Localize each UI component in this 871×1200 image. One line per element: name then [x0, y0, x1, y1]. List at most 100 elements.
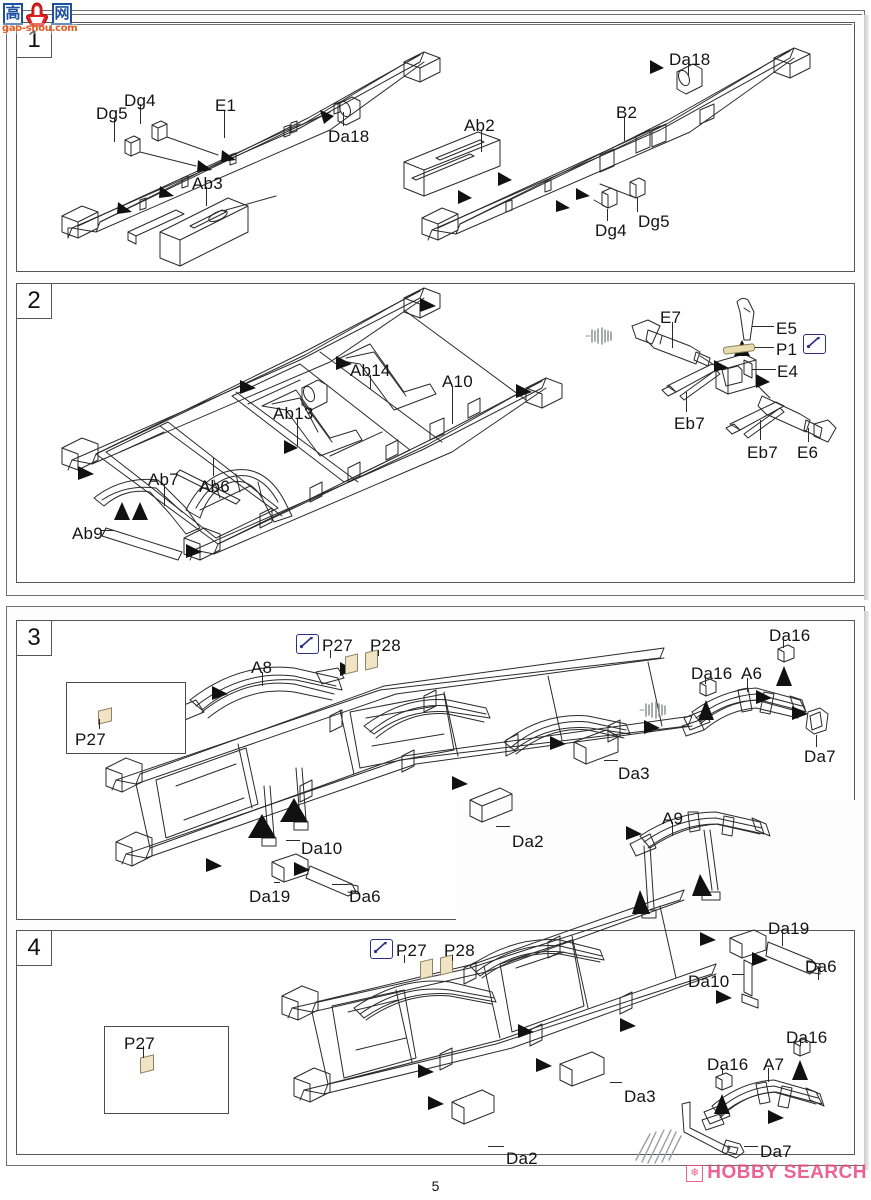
part-label-ab2: Ab2	[464, 116, 495, 135]
top-rule-inner	[52, 24, 852, 25]
leader-da7-s4	[744, 1146, 758, 1147]
step-panel-2: 2	[16, 283, 855, 583]
part-label-p27-s4: P27	[396, 941, 427, 960]
part-label-da7-s3: Da7	[804, 747, 836, 766]
leader-a6	[747, 678, 748, 692]
part-label-b2: B2	[616, 103, 638, 122]
leader-da16-s4b	[722, 1068, 723, 1074]
part-label-da3-s4: Da3	[624, 1087, 656, 1106]
part-label-a10: A10	[442, 372, 473, 391]
part-label-ab7: Ab7	[148, 470, 179, 489]
leader-e5	[752, 326, 774, 327]
hobbysearch-text: HOBBY SEARCH	[707, 1162, 867, 1183]
leader-p1	[752, 347, 774, 348]
drill-marker-badge-step2	[803, 334, 826, 354]
part-label-p27-inset3: P27	[75, 730, 106, 749]
part-label-e1: E1	[215, 96, 237, 115]
leader-da19-s3	[274, 882, 280, 883]
part-label-ab3: Ab3	[192, 174, 223, 193]
part-label-ab13: Ab13	[273, 404, 314, 423]
detail-inset-p27-step4	[104, 1026, 229, 1114]
drill-hole-marker-icon	[373, 942, 387, 954]
leader-eb7-a	[686, 392, 687, 412]
part-label-eb7-a: Eb7	[674, 414, 705, 433]
step-number-2: 2	[16, 283, 52, 319]
leader-e6	[808, 428, 809, 442]
hobbysearch-mark-icon: ❄	[686, 1164, 704, 1182]
part-label-da18-a: Da18	[328, 127, 370, 146]
part-label-da10-s4: Da10	[688, 972, 730, 991]
step-number-4: 4	[16, 930, 52, 966]
drill-marker-badge-step4	[370, 939, 393, 959]
leader-ab6b	[213, 458, 214, 476]
leader-da3-s3	[604, 760, 618, 761]
part-label-da7-s4: Da7	[760, 1142, 792, 1161]
part-label-ab9: Ab9	[72, 524, 103, 543]
thumbs-up-icon	[25, 2, 49, 28]
part-label-da6-s3: Da6	[349, 887, 381, 906]
leader-da18-1	[343, 112, 344, 126]
leader-dg5-2	[637, 198, 638, 212]
leader-dg4-2	[607, 209, 608, 221]
step-number-1: 1	[16, 22, 52, 58]
logo-domain-text: gao-shou.com	[2, 23, 78, 34]
drill-hole-marker-icon	[806, 337, 820, 349]
part-label-da10-s3: Da10	[301, 839, 343, 858]
leader-da19-s4	[782, 932, 783, 946]
part-label-da3-s3: Da3	[618, 764, 650, 783]
part-label-a8: A8	[251, 658, 273, 677]
part-label-da18-b: Da18	[669, 50, 711, 69]
part-p27-highlight-step4	[420, 958, 433, 980]
leader-e4	[752, 369, 776, 370]
logo-char-wang: 网	[52, 3, 72, 25]
part-label-da2-s3: Da2	[512, 832, 544, 851]
part-label-da16-s3a: Da16	[769, 626, 811, 645]
drill-marker-badge-step3	[296, 634, 319, 654]
part-label-e5: E5	[776, 319, 798, 338]
leader-da10-s4	[732, 974, 744, 975]
leader-p27-inset3	[99, 719, 100, 729]
part-label-dg5-b: Dg5	[638, 212, 670, 231]
part-label-da16-s4b: Da16	[707, 1055, 749, 1074]
leader-a10	[452, 386, 453, 424]
gaoshou-watermark: 高 网 gao-shou.com	[2, 2, 78, 38]
part-label-da6-s4: Da6	[805, 957, 837, 976]
part-label-ab6: Ab6	[199, 477, 230, 496]
leader-da10-s3	[286, 840, 300, 841]
part-label-dg4-b: Dg4	[595, 221, 627, 240]
leader-eb7-b	[760, 420, 761, 440]
part-label-da19-s4: Da19	[768, 919, 810, 938]
logo-char-gao: 高	[3, 3, 23, 25]
part-label-da19-s3: Da19	[249, 887, 291, 906]
part-label-p28-s3: P28	[370, 636, 401, 655]
leader-da7-s3	[816, 735, 817, 747]
drill-hole-marker-icon	[299, 637, 313, 649]
part-label-e7: E7	[660, 308, 682, 327]
part-label-a9: A9	[662, 809, 684, 828]
step-panel-1: 1	[16, 22, 855, 272]
step-number-3: 3	[16, 620, 52, 656]
part-label-dg4: Dg4	[124, 91, 156, 110]
part-label-ab14: Ab14	[350, 361, 391, 380]
leader-da2-s3	[496, 826, 510, 827]
part-p27-highlight-step3	[345, 653, 358, 675]
part-label-e4: E4	[777, 362, 799, 381]
part-label-e6: E6	[797, 443, 819, 462]
top-rule-outer	[40, 14, 862, 15]
leader-a7	[768, 1068, 769, 1082]
part-label-p28-s4: P28	[444, 941, 475, 960]
part-label-a7: A7	[763, 1055, 785, 1074]
leader-da16-s3a	[783, 640, 784, 648]
part-label-da16-s4a: Da16	[786, 1028, 828, 1047]
leader-da6-s3	[332, 884, 348, 885]
part-label-p1: P1	[776, 340, 798, 359]
leader-da2-s4	[488, 1146, 504, 1147]
part-label-da16-s3b: Da16	[691, 664, 733, 683]
part-label-da2-s4: Da2	[506, 1149, 538, 1168]
leader-da3-s4	[610, 1082, 622, 1083]
part-label-p27-s3: P27	[322, 636, 353, 655]
hobbysearch-watermark: ❄ HOBBY SEARCH	[686, 1162, 867, 1184]
part-label-a6: A6	[741, 664, 763, 683]
page-number: 5	[431, 1178, 440, 1194]
